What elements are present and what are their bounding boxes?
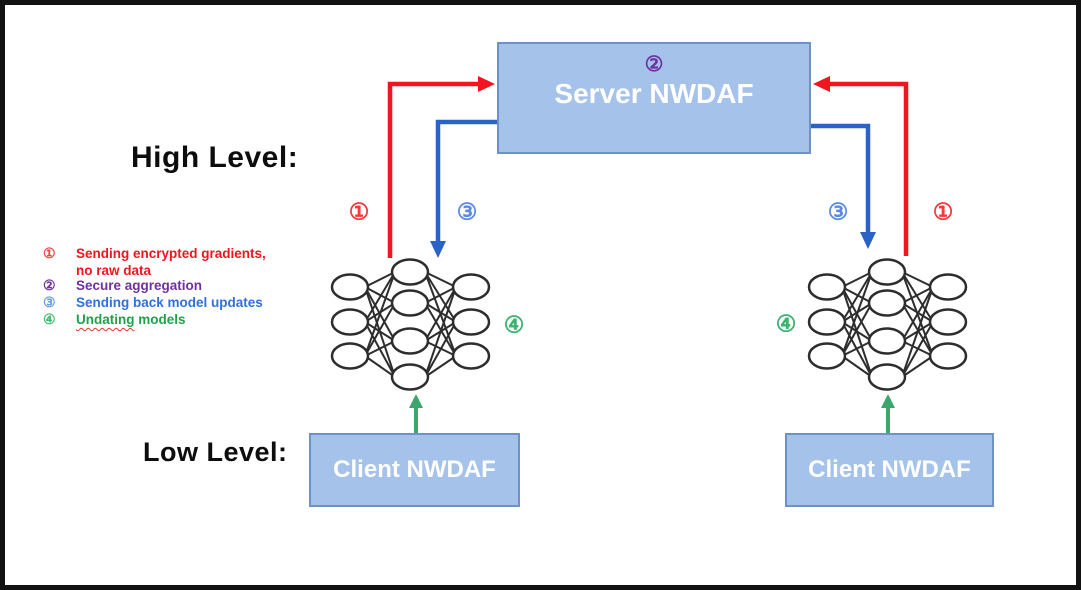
legend: ① Sending encrypted gradients, no raw da… — [43, 246, 333, 329]
legend-num-4: ④ — [43, 311, 56, 327]
legend-text-4: Undating models — [76, 312, 186, 327]
secure-aggregation-step-badge: ② — [644, 53, 664, 76]
server-nwdaf-box: ② Server NWDAF — [497, 42, 811, 154]
legend-num-3: ③ — [43, 294, 56, 310]
client-nwdaf-right-label: Client NWDAF — [808, 456, 971, 483]
legend-item-3: ③ Sending back model updates — [43, 294, 333, 311]
left-step4-marker: ④ — [503, 311, 525, 338]
legend-num-2: ② — [43, 277, 56, 293]
server-nwdaf-label: Server NWDAF — [554, 78, 754, 109]
legend-text-1: Sending encrypted gradients, — [76, 246, 266, 261]
legend-item-2: ② Secure aggregation — [43, 277, 333, 294]
client-nwdaf-left-label: Client NWDAF — [333, 456, 496, 483]
left-step1-marker: ① — [348, 198, 370, 225]
right-step3-marker: ③ — [827, 198, 849, 225]
left-red-arrow-gradients — [387, 76, 495, 258]
right-step4-marker: ④ — [775, 310, 797, 337]
low-level-label: Low Level: — [143, 437, 288, 467]
legend-num-1: ① — [43, 245, 56, 261]
left-step3-marker: ③ — [456, 198, 478, 225]
legend-text-2: Secure aggregation — [76, 278, 203, 293]
legend-text-3: Sending back model updates — [76, 295, 263, 310]
neural-network-right — [807, 258, 968, 391]
client-nwdaf-box-right: Client NWDAF — [785, 433, 994, 507]
high-level-label: High Level: — [131, 141, 299, 174]
legend-item-4: ④ Undating models — [43, 311, 333, 328]
legend-item-1: ① Sending encrypted gradients, — [43, 245, 333, 262]
legend-text-4-misspelled-word: Undating — [76, 312, 135, 327]
right-red-arrow-gradients — [813, 76, 909, 256]
right-step1-marker: ① — [932, 198, 954, 225]
left-blue-arrow-model-updates — [430, 119, 497, 258]
legend-text-4-rest: models — [134, 312, 186, 327]
client-nwdaf-box-left: Client NWDAF — [309, 433, 520, 507]
neural-network-left — [330, 258, 491, 391]
legend-text-1-line2: no raw data — [76, 263, 152, 278]
